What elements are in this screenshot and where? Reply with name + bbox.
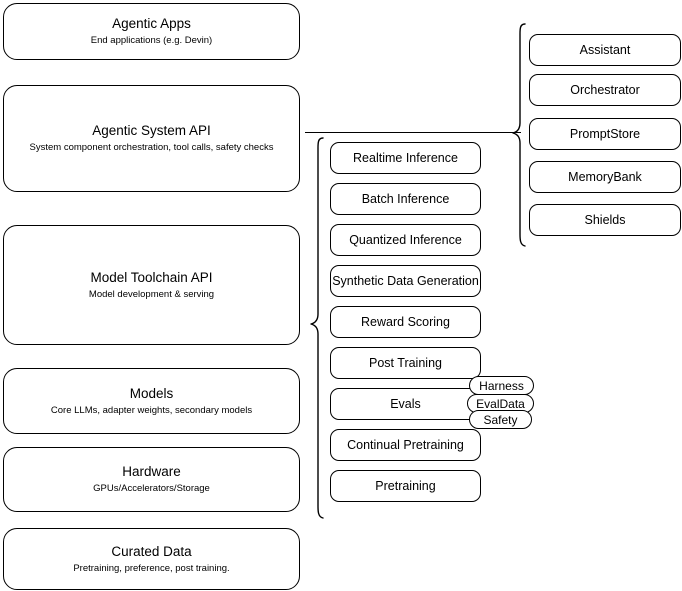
toolchain-item-synthetic-data-generation[interactable]: Synthetic Data Generation [330,265,481,297]
layer-box-agentic-apps[interactable]: Agentic Apps End applications (e.g. Devi… [3,3,300,60]
toolchain-item-label: Evals [390,397,421,411]
layer-title: Hardware [122,464,181,479]
layer-box-models[interactable]: Models Core LLMs, adapter weights, secon… [3,368,300,434]
toolchain-item-label: Quantized Inference [349,233,462,247]
eval-pill-label: Safety [483,412,518,427]
layer-title: Models [129,385,174,401]
layer-subtitle: Core LLMs, adapter weights, secondary mo… [50,404,253,416]
layer-box-model-toolchain-api[interactable]: Model Toolchain API Model development & … [3,225,300,345]
toolchain-item-realtime-inference[interactable]: Realtime Inference [330,142,481,174]
layer-subtitle: Model development & serving [88,288,215,300]
layer-title: Agentic System API [92,123,211,138]
agentic-item-label: Assistant [579,43,631,57]
toolchain-item-label: Synthetic Data Generation [332,274,479,288]
toolchain-item-label: Continual Pretraining [347,438,464,452]
agentic-item-promptstore[interactable]: PromptStore [529,118,681,150]
layer-title: Agentic Apps [112,16,191,31]
agentic-item-label: MemoryBank [568,170,642,184]
toolchain-item-label: Realtime Inference [353,151,458,165]
agentic-item-label: PromptStore [569,127,641,141]
eval-pill-label: Harness [479,378,524,393]
layer-subtitle: System component orchestration, tool cal… [29,142,274,153]
toolchain-item-reward-scoring[interactable]: Reward Scoring [330,306,481,338]
layer-box-hardware[interactable]: Hardware GPUs/Accelerators/Storage [3,447,300,512]
agentic-item-orchestrator[interactable]: Orchestrator [529,74,681,106]
toolchain-item-pretraining[interactable]: Pretraining [330,470,481,502]
layer-subtitle: GPUs/Accelerators/Storage [93,483,210,494]
brace-toolchain [310,136,324,520]
layer-subtitle: Pretraining, preference, post training. [73,562,230,574]
agentic-item-assistant[interactable]: Assistant [529,34,681,66]
layer-box-curated-data[interactable]: Curated Data Pretraining, preference, po… [3,528,300,590]
layer-title: Curated Data [111,543,192,559]
toolchain-item-quantized-inference[interactable]: Quantized Inference [330,224,481,256]
layer-box-agentic-system-api[interactable]: Agentic System API System component orch… [3,85,300,192]
toolchain-item-post-training[interactable]: Post Training [330,347,481,379]
toolchain-item-label: Reward Scoring [361,315,450,329]
eval-pill-harness[interactable]: Harness [469,376,534,395]
toolchain-item-label: Batch Inference [361,192,450,206]
eval-pill-label: EvalData [476,396,525,411]
toolchain-item-batch-inference[interactable]: Batch Inference [330,183,481,215]
agentic-item-label: Orchestrator [570,83,640,97]
layer-title: Model Toolchain API [90,269,213,285]
layer-subtitle: End applications (e.g. Devin) [90,35,213,46]
agentic-item-label: Shields [584,213,626,227]
brace-agentic-components [512,22,526,248]
toolchain-item-label: Post Training [369,356,442,370]
connector-line-agentic-system [305,132,521,133]
agentic-item-memorybank[interactable]: MemoryBank [529,161,681,193]
agentic-item-shields[interactable]: Shields [529,204,681,236]
toolchain-item-continual-pretraining[interactable]: Continual Pretraining [330,429,481,461]
toolchain-item-label: Pretraining [375,479,436,493]
eval-pill-safety[interactable]: Safety [469,410,532,429]
toolchain-item-evals[interactable]: Evals [330,388,481,420]
